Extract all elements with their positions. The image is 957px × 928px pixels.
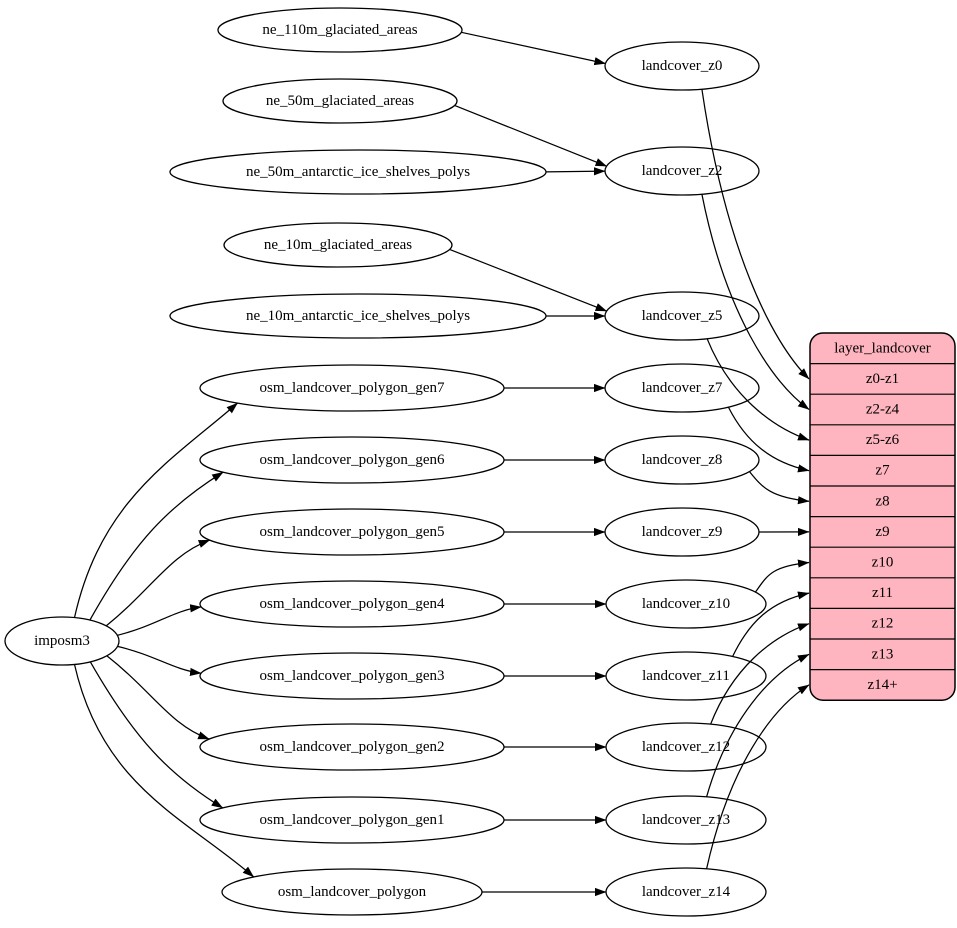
table-row-label-z10: z10 [872,555,894,571]
node-label-osm_landcover_polygon_gen2: osm_landcover_polygon_gen2 [260,739,445,755]
node-label-landcover_z11: landcover_z11 [642,668,730,684]
node-label-osm_landcover_polygon: osm_landcover_polygon [278,884,427,900]
node-landcover_z11: landcover_z11 [606,652,766,700]
node-label-ne_50m_antarctic_ice_shelves_polys: ne_50m_antarctic_ice_shelves_polys [246,164,470,180]
table-row-label-z0-z1: z0-z1 [866,371,899,387]
edge-ne_50m_antarctic_ice_shelves_polys-landcover_z2 [546,171,605,172]
node-label-ne_110m_glaciated_areas: ne_110m_glaciated_areas [262,22,417,38]
node-label-landcover_z12: landcover_z12 [642,739,730,755]
node-label-landcover_z5: landcover_z5 [642,308,723,324]
table-row-label-z5-z6: z5-z6 [866,432,900,448]
table-row-label-z9: z9 [875,524,889,540]
node-label-landcover_z2: landcover_z2 [642,163,723,179]
table-row-label-z2-z4: z2-z4 [866,402,900,418]
node-label-landcover_z9: landcover_z9 [642,524,723,540]
node-osm_landcover_polygon_gen2: osm_landcover_polygon_gen2 [200,724,504,770]
table-row-label-z13: z13 [872,646,894,662]
node-landcover_z5: landcover_z5 [605,292,759,340]
node-label-landcover_z0: landcover_z0 [642,58,723,74]
node-label-osm_landcover_polygon_gen7: osm_landcover_polygon_gen7 [260,380,445,396]
node-osm_landcover_polygon: osm_landcover_polygon [222,869,482,915]
table-title: layer_landcover [834,340,931,356]
node-ne_10m_antarctic_ice_shelves_polys: ne_10m_antarctic_ice_shelves_polys [170,294,546,338]
node-ne_110m_glaciated_areas: ne_110m_glaciated_areas [218,8,462,52]
node-ne_50m_glaciated_areas: ne_50m_glaciated_areas [223,79,457,123]
node-landcover_z0: landcover_z0 [605,42,759,90]
node-landcover_z10: landcover_z10 [606,580,766,628]
node-label-landcover_z13: landcover_z13 [642,812,730,828]
table-row-label-z11: z11 [872,585,893,601]
node-label-landcover_z7: landcover_z7 [642,380,723,396]
node-label-landcover_z8: landcover_z8 [642,452,723,468]
node-label-ne_10m_antarctic_ice_shelves_polys: ne_10m_antarctic_ice_shelves_polys [246,308,470,324]
node-label-landcover_z10: landcover_z10 [642,596,730,612]
node-label-osm_landcover_polygon_gen6: osm_landcover_polygon_gen6 [260,452,445,468]
node-osm_landcover_polygon_gen5: osm_landcover_polygon_gen5 [200,509,504,555]
table-row-label-z12: z12 [872,616,894,632]
table-layer: layer_landcover z0-z1 z2-z4 z5-z6 z7 z8 z9 z10 z… [810,333,955,700]
node-landcover_z12: landcover_z12 [606,723,766,771]
node-landcover_z13: landcover_z13 [606,796,766,844]
node-label-osm_landcover_polygon_gen3: osm_landcover_polygon_gen3 [260,668,445,684]
node-osm_landcover_polygon_gen7: osm_landcover_polygon_gen7 [200,365,504,411]
node-label-imposm3: imposm3 [34,633,90,649]
node-ne_10m_glaciated_areas: ne_10m_glaciated_areas [224,223,452,267]
node-label-osm_landcover_polygon_gen4: osm_landcover_polygon_gen4 [260,596,445,612]
node-label-landcover_z14: landcover_z14 [642,884,731,900]
node-label-ne_10m_glaciated_areas: ne_10m_glaciated_areas [264,237,412,253]
node-osm_landcover_polygon_gen6: osm_landcover_polygon_gen6 [200,437,504,483]
node-osm_landcover_polygon_gen1: osm_landcover_polygon_gen1 [200,797,504,843]
node-osm_landcover_polygon_gen3: osm_landcover_polygon_gen3 [200,653,504,699]
node-landcover_z2: landcover_z2 [605,147,759,195]
table-row-label-z8: z8 [875,493,889,509]
node-imposm3: imposm3 [5,617,119,665]
node-ne_50m_antarctic_ice_shelves_polys: ne_50m_antarctic_ice_shelves_polys [170,150,546,194]
node-landcover_z9: landcover_z9 [605,508,759,556]
node-label-osm_landcover_polygon_gen5: osm_landcover_polygon_gen5 [260,524,445,540]
table-row-label-z7: z7 [875,463,890,479]
node-osm_landcover_polygon_gen4: osm_landcover_polygon_gen4 [200,581,504,627]
node-label-osm_landcover_polygon_gen1: osm_landcover_polygon_gen1 [260,812,445,828]
node-landcover_z8: landcover_z8 [605,436,759,484]
table-row-label-z14+: z14+ [867,677,897,693]
node-label-ne_50m_glaciated_areas: ne_50m_glaciated_areas [266,93,414,109]
node-landcover_z14: landcover_z14 [606,868,766,916]
